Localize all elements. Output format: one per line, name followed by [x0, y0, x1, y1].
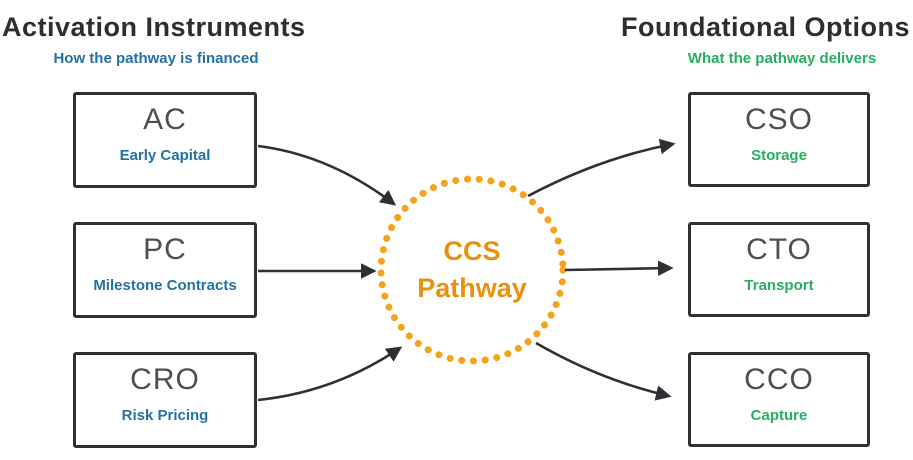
ccs-pathway-label-line1: CCS — [443, 236, 501, 266]
node-label-risk-pricing: Risk Pricing — [121, 407, 209, 424]
node-box-ac: AC Early Capital — [73, 92, 257, 188]
node-abbr-cco: CCO — [744, 363, 814, 396]
node-abbr-cso: CSO — [744, 103, 813, 136]
node-label-capture: Capture — [750, 407, 808, 424]
ccs-pathway-label-line2: Pathway — [417, 273, 527, 303]
node-abbr-cto: CTO — [746, 233, 812, 266]
arrow-center-to-cso — [527, 138, 676, 198]
node-box-cso: CSO Storage — [688, 92, 870, 187]
right-section-title: Foundational Options — [621, 12, 910, 42]
arrow-center-to-cto — [564, 260, 674, 277]
ccs-pathway-label: CCS Pathway — [412, 233, 532, 307]
arrow-ac-to-center — [257, 144, 397, 206]
node-abbr-ac: AC — [143, 103, 187, 136]
node-box-cro: CRO Risk Pricing — [73, 352, 257, 448]
node-label-storage: Storage — [751, 147, 807, 164]
arrow-center-to-cco — [535, 341, 672, 401]
right-section-subtitle: What the pathway delivers — [687, 50, 877, 67]
node-abbr-pc: PC — [143, 233, 187, 266]
node-label-milestone-contracts: Milestone Contracts — [93, 277, 237, 294]
left-section-subtitle: How the pathway is financed — [53, 50, 259, 67]
node-abbr-cro: CRO — [130, 363, 200, 396]
node-box-pc: PC Milestone Contracts — [73, 222, 257, 318]
node-label-early-capital: Early Capital — [119, 147, 211, 164]
node-label-transport: Transport — [744, 277, 814, 294]
left-section-title: Activation Instruments — [2, 12, 306, 42]
node-box-cto: CTO Transport — [688, 222, 870, 317]
arrow-cro-to-center — [257, 346, 403, 402]
node-box-cco: CCO Capture — [688, 352, 870, 447]
